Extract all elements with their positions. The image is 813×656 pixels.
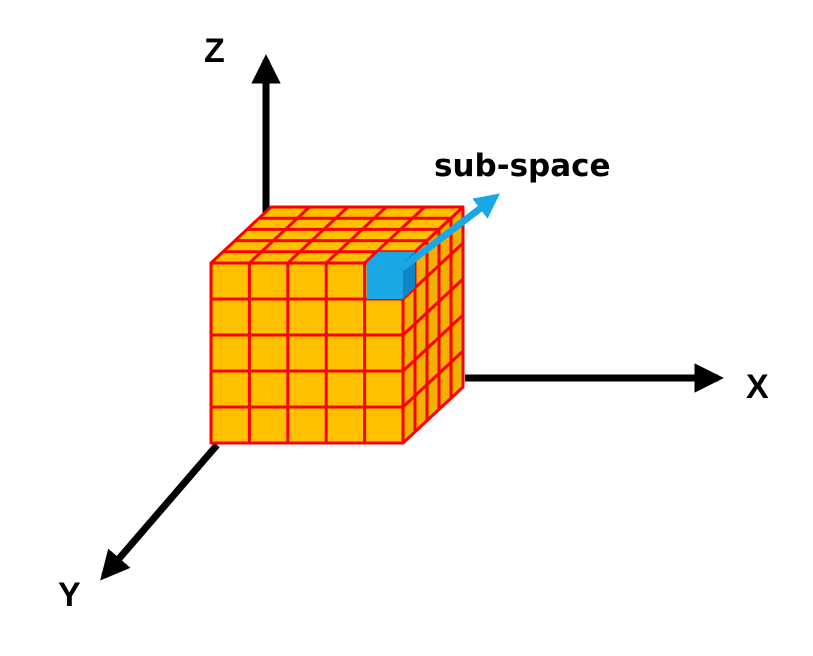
subspace-label: sub-space: [434, 148, 611, 184]
subspace-arrow: [399, 193, 501, 271]
y-axis-label: Y: [58, 576, 81, 614]
side-grid-line: [401, 349, 465, 409]
top-grid-line: [325, 205, 388, 265]
top-grid-line: [363, 205, 426, 265]
cube: [209, 205, 465, 445]
y-axis: [100, 442, 220, 581]
side-grid-line: [401, 313, 465, 373]
side-grid-line: [401, 277, 465, 337]
top-grid-line: [286, 205, 349, 265]
subspace-front-face: [366, 263, 403, 299]
top-grid-line: [248, 205, 311, 265]
subspace-top-face: [366, 251, 415, 263]
x-axis-label: X: [746, 368, 769, 406]
subspace-cell: [366, 251, 415, 299]
z-axis-label: Z: [204, 32, 225, 70]
cube-front-face: [209, 261, 405, 445]
